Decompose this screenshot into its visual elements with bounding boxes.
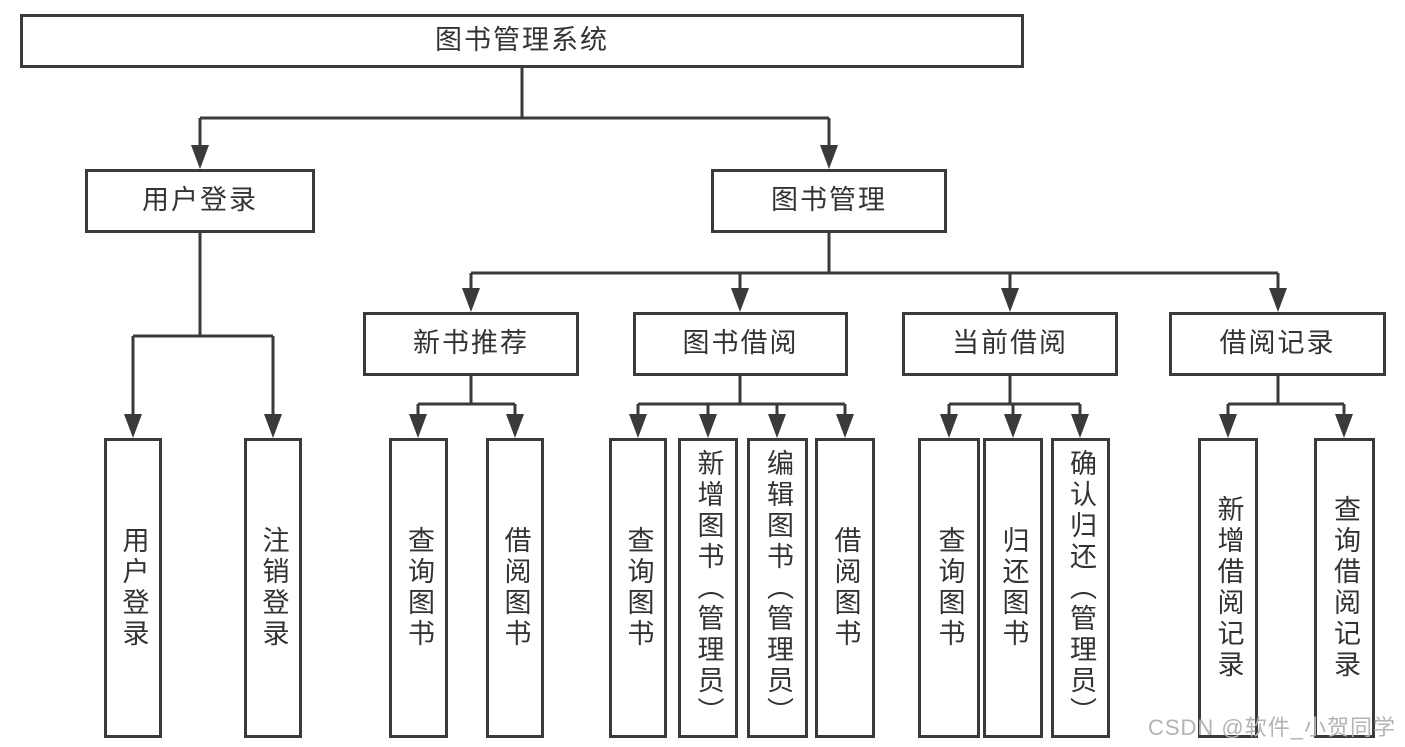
node-label: 新增借阅记录: [1213, 495, 1244, 681]
node-label: 查询借阅记录: [1330, 495, 1361, 681]
node-label: 借阅图书: [500, 526, 531, 650]
node-new-book-recommendation: 新书推荐: [363, 312, 579, 376]
leaf-return-books: 归还图书: [983, 438, 1043, 738]
arrowheads-new-book-recommendation: [409, 414, 524, 438]
arrowheads-level3: [462, 288, 1287, 312]
edge-new-book-recommendation-to-leaves: [416, 376, 517, 416]
node-label: 用户登录: [118, 526, 149, 650]
watermark: CSDN @软件_小贺同学: [1147, 715, 1396, 740]
leaf-confirm-return-admin: 确认归还（管理员）: [1051, 438, 1110, 738]
node-label: 查询图书: [934, 526, 965, 650]
leaf-edit-books-admin: 编辑图书（管理员）: [747, 438, 808, 738]
edge-current-borrowing-to-leaves: [947, 376, 1082, 416]
edge-book-management-to-level3: [469, 233, 1280, 290]
leaf-query-borrow-record: 查询借阅记录: [1314, 438, 1375, 738]
node-borrowing-records: 借阅记录: [1169, 312, 1386, 376]
node-label: 借阅记录: [1219, 328, 1336, 359]
node-book-borrowing: 图书借阅: [633, 312, 848, 376]
node-user-login: 用户登录: [85, 169, 315, 233]
leaf-add-borrow-record: 新增借阅记录: [1198, 438, 1258, 738]
node-label: 新增图书（管理员）: [693, 448, 724, 728]
node-label: 注销登录: [258, 526, 289, 650]
node-current-borrowing: 当前借阅: [902, 312, 1118, 376]
leaf-user-login: 用户登录: [104, 438, 162, 738]
edge-user-login-to-leaves: [131, 233, 275, 416]
node-label: 编辑图书（管理员）: [763, 448, 794, 728]
arrowheads-book-borrowing: [629, 414, 854, 438]
node-label: 用户登录: [142, 185, 258, 216]
node-book-management: 图书管理: [711, 169, 947, 233]
leaf-logout-login: 注销登录: [244, 438, 302, 738]
node-label: 归还图书: [998, 526, 1029, 650]
node-label: 当前借阅: [952, 328, 1068, 359]
node-label: 确认归还（管理员）: [1066, 448, 1097, 728]
node-label: 图书借阅: [682, 328, 799, 359]
arrowheads-user-login: [124, 414, 282, 438]
leaf-query-books-borrowing: 查询图书: [609, 438, 667, 738]
edge-book-borrowing-to-leaves: [636, 376, 847, 416]
node-label: 图书管理: [771, 185, 887, 216]
arrowheads-borrowing-records: [1219, 414, 1353, 438]
node-label: 新书推荐: [413, 328, 529, 359]
node-label: 查询图书: [404, 526, 435, 650]
leaf-query-books-current: 查询图书: [918, 438, 980, 738]
node-label: 图书管理系统: [435, 25, 609, 56]
node-label: 借阅图书: [830, 526, 861, 650]
arrowheads-current-borrowing: [940, 414, 1089, 438]
leaf-query-books-recommendation: 查询图书: [389, 438, 448, 738]
node-library-management-system: 图书管理系统: [20, 14, 1024, 68]
node-label: 查询图书: [623, 526, 654, 650]
arrowheads-level2: [191, 145, 838, 169]
edge-borrowing-records-to-leaves: [1226, 376, 1346, 416]
leaf-add-books-admin: 新增图书（管理员）: [678, 438, 738, 738]
edge-root-to-level2: [198, 68, 831, 147]
leaf-borrow-books-recommendation: 借阅图书: [486, 438, 544, 738]
leaf-borrow-books-borrowing: 借阅图书: [815, 438, 875, 738]
